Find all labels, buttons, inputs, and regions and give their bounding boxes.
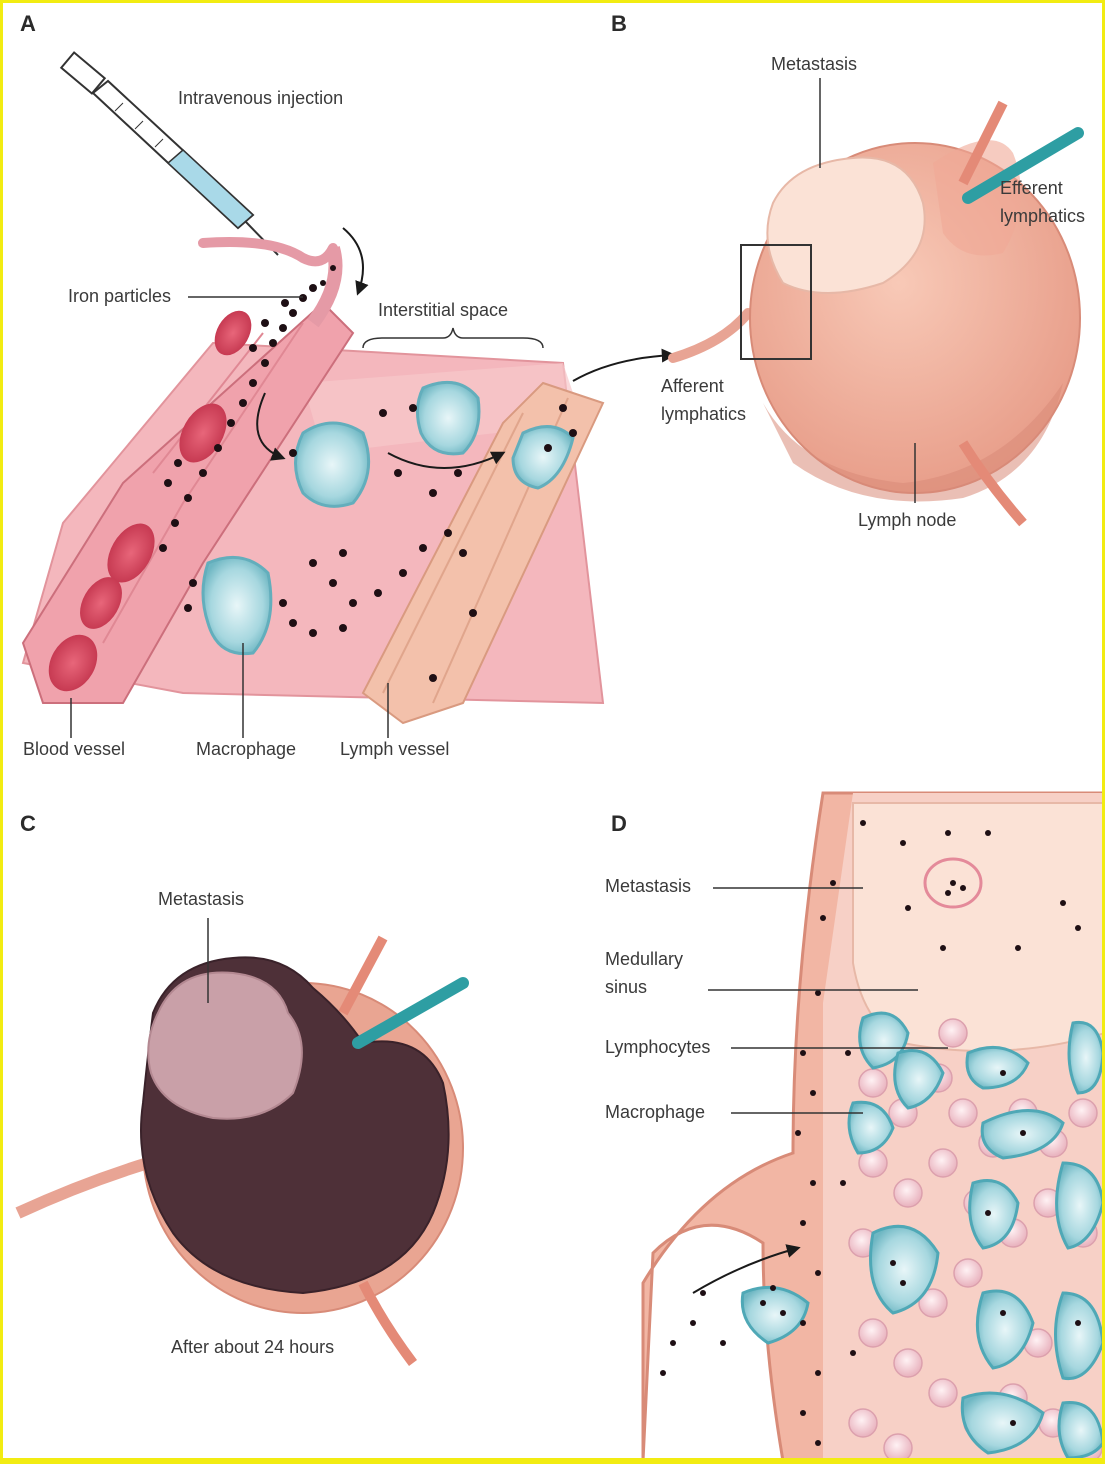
label-macrophage-d: Macrophage (605, 1099, 705, 1126)
panel-b-illustration (673, 78, 1080, 523)
label-after-24-hours: After about 24 hours (171, 1334, 334, 1361)
label-intravenous-injection: Intravenous injection (178, 85, 343, 112)
label-macrophage-a: Macrophage (196, 736, 296, 763)
label-afferent-line1: Afferent (661, 373, 724, 400)
label-efferent-line1: Efferent (1000, 175, 1063, 202)
label-lymphocytes: Lymphocytes (605, 1034, 710, 1061)
label-metastasis-d: Metastasis (605, 873, 691, 900)
diagram-art (3, 3, 1105, 1464)
label-metastasis-b: Metastasis (771, 51, 857, 78)
label-lymph-vessel: Lymph vessel (340, 736, 449, 763)
label-lymph-node: Lymph node (858, 507, 956, 534)
panel-label-c: C (20, 811, 36, 837)
label-interstitial-space: Interstitial space (378, 297, 508, 324)
panel-label-b: B (611, 11, 627, 37)
label-iron-particles: Iron particles (68, 283, 171, 310)
panel-c-illustration (18, 918, 463, 1363)
label-blood-vessel: Blood vessel (23, 736, 125, 763)
metastasis-region-c (148, 973, 302, 1119)
panel-label-a: A (20, 11, 36, 37)
label-medullary-line2: sinus (605, 974, 647, 1001)
label-efferent-line2: lymphatics (1000, 203, 1085, 230)
label-metastasis-c: Metastasis (158, 886, 244, 913)
panel-a-illustration (23, 52, 673, 738)
syringe-icon (61, 52, 278, 255)
label-afferent-line2: lymphatics (661, 401, 746, 428)
label-medullary-line1: Medullary (605, 946, 683, 973)
panel-d-illustration (643, 793, 1105, 1462)
panel-label-d: D (611, 811, 627, 837)
